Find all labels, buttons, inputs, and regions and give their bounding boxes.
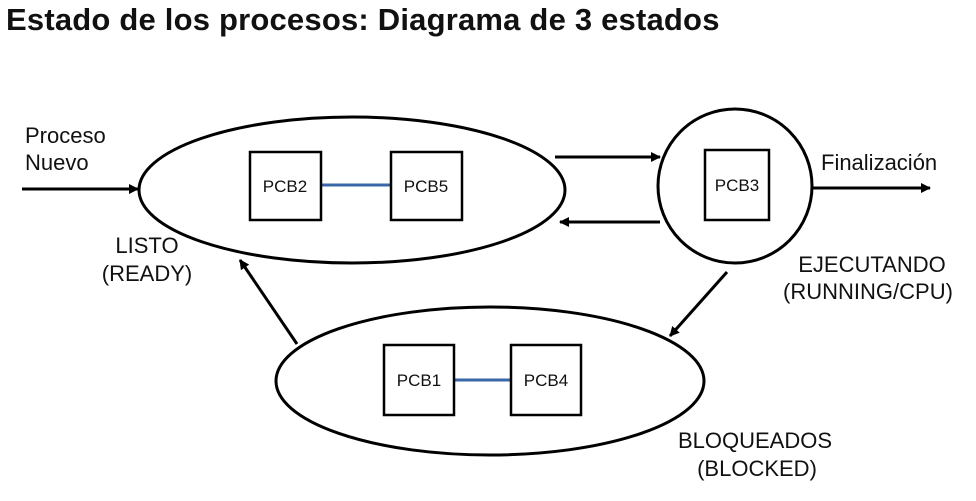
arrow-blocked-to-ready <box>238 259 299 345</box>
blocked-state-label: (BLOCKED) <box>697 456 817 481</box>
blocked-state-ellipse <box>274 305 706 457</box>
finish-label: Finalización <box>821 150 937 175</box>
running-state-circle <box>656 107 814 265</box>
blocked-state-label: BLOQUEADOS <box>678 428 832 453</box>
pcb-label: PCB3 <box>715 176 759 195</box>
ready-state-label: LISTO <box>115 233 178 258</box>
new-process-label: Proceso <box>25 123 106 148</box>
pcb-box <box>382 343 456 417</box>
pcb-label: PCB5 <box>404 177 448 196</box>
pcb-box <box>703 148 771 222</box>
running-state-label: (RUNNING/CPU) <box>783 279 953 304</box>
pcb-label: PCB2 <box>263 177 307 196</box>
pcb-box <box>248 150 323 222</box>
pcb-label: PCB4 <box>524 371 568 390</box>
arrow-running-to-blocked <box>668 271 729 337</box>
new-process-label: Nuevo <box>25 150 89 175</box>
pcb-label: PCB1 <box>397 371 441 390</box>
ready-state-label: (READY) <box>102 261 192 286</box>
running-state-label: EJECUTANDO <box>798 252 946 277</box>
diagram-title: Estado de los procesos: Diagrama de 3 es… <box>6 2 720 37</box>
ready-state-ellipse <box>137 115 567 265</box>
pcb-box <box>389 150 464 222</box>
pcb-box <box>509 343 583 417</box>
